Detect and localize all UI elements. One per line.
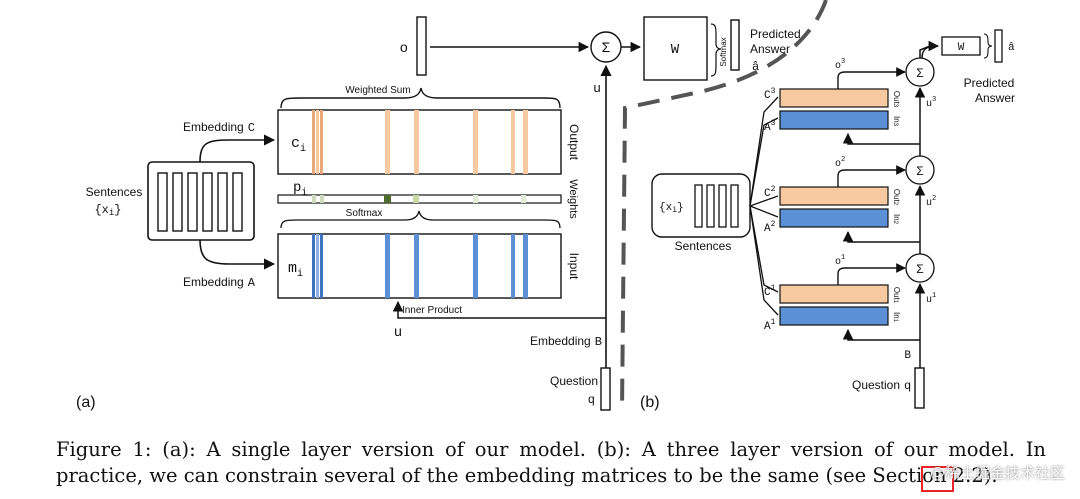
question-var: q — [588, 393, 595, 407]
weighted-sum-brace — [280, 87, 561, 109]
softmax-brace-b — [983, 33, 993, 59]
b-label: B — [904, 350, 911, 362]
answer-vector-b — [994, 29, 1003, 63]
panel-divider — [620, 0, 828, 411]
layer-3-sum-symbol: Σ — [916, 66, 923, 80]
layer-1-u-label: u1 — [926, 292, 936, 306]
layer-1-o-label: o1 — [835, 254, 845, 268]
panel-b: {xi} Sentences C3 A3 Out3 In3 o3 Σ u3 — [640, 29, 1015, 411]
w-label-b: W — [958, 42, 965, 54]
u-up-label: u — [593, 81, 601, 96]
layer-2-in-label: In2 — [892, 214, 901, 225]
layer-1-in-label: In1 — [892, 312, 901, 323]
w-matrix-b — [941, 36, 981, 56]
sentences-label-b: Sentences — [675, 239, 732, 253]
input-memory-stripes — [312, 234, 528, 298]
o-label: o — [400, 41, 408, 57]
layer-2-out-label: Out2 — [892, 189, 901, 206]
figure-caption: Figure 1: (a): A single layer version of… — [56, 438, 1046, 487]
layer-3-a-label: A3 — [764, 119, 776, 134]
o-vector — [416, 16, 427, 76]
layer-2-out-memory — [779, 186, 889, 206]
layer-1-c-label: C1 — [764, 284, 776, 299]
layer-2-a-label: A2 — [764, 220, 776, 235]
highlight-box — [921, 466, 954, 492]
panel-b-tag: (b) — [640, 394, 660, 411]
input-side-label: Input — [567, 253, 581, 280]
layer-3-out-memory — [779, 88, 889, 108]
weights-side-label: Weights — [567, 179, 579, 219]
sentence-vector — [706, 184, 715, 228]
layer-2-c-label: C2 — [764, 185, 776, 200]
layer-1-a-label: A1 — [764, 318, 776, 333]
question-vector-b — [914, 367, 925, 409]
sentences-label: Sentences — [86, 185, 143, 199]
softmax-small-brace — [710, 23, 722, 77]
sentence-fanout-lines — [749, 96, 779, 316]
pi-label: pi — [293, 180, 307, 199]
u-label: u — [394, 325, 402, 341]
question-vector — [600, 367, 611, 411]
layer-3: C3 A3 Out3 In3 o3 Σ u3 — [764, 57, 936, 134]
sentences-var-b: {xi} — [659, 202, 684, 215]
weights-strip — [277, 194, 562, 204]
layer-2-u-label: u2 — [926, 195, 936, 209]
predicted-answer-line2: Answer — [750, 42, 790, 56]
weights-strip-cells — [312, 195, 526, 203]
inner-product-path — [392, 300, 606, 319]
sentences-var: {xi} — [94, 203, 121, 218]
answer-hat-b: â — [1008, 42, 1015, 54]
sum-to-w-arrow-b — [921, 40, 940, 59]
softmax-brace — [280, 210, 561, 229]
softmax-label: Softmax — [346, 208, 383, 219]
layer-3-in-label: In3 — [892, 116, 901, 127]
layer-3-u-label: u3 — [926, 96, 936, 110]
sentences-stack — [147, 161, 255, 241]
sentence-vector — [730, 184, 739, 228]
layer-3-c-label: C3 — [764, 87, 776, 102]
layer-1-sum-symbol: Σ — [916, 262, 923, 276]
panel-a-tag: (a) — [76, 394, 96, 411]
sentence-vector — [718, 184, 727, 228]
predicted-answer-b-line1: Predicted — [964, 76, 1015, 90]
layer-2-in-memory — [779, 208, 889, 228]
question-label: Question — [550, 374, 598, 388]
w-matrix — [643, 16, 708, 81]
weighted-sum-label: Weighted Sum — [345, 85, 410, 96]
sentence-vector — [694, 184, 703, 228]
output-side-label: Output — [567, 124, 581, 161]
layer-3-o-label: o3 — [835, 58, 845, 72]
embedding-c-arrow — [199, 134, 276, 163]
layer-2: C2 A2 Out2 In2 o2 Σ u2 — [764, 155, 936, 235]
inner-product-label: Inner Product — [402, 305, 462, 316]
layer-3-in-memory — [779, 110, 889, 130]
layer-1: C1 A1 Out1 In1 o1 Σ u1 — [764, 253, 936, 333]
layer-1-out-memory — [779, 284, 889, 304]
u-chain — [842, 45, 938, 368]
layer-3-out-label: Out3 — [892, 91, 901, 108]
layer-2-sum-symbol: Σ — [916, 164, 923, 178]
predicted-answer-b-line2: Answer — [975, 91, 1015, 105]
output-memory-stripes — [312, 110, 528, 174]
layer-1-out-label: Out1 — [892, 287, 901, 304]
answer-hat: â — [752, 60, 759, 74]
mi-label: mi — [288, 260, 303, 280]
softmax-small-label: Softmax — [719, 37, 728, 66]
layer-2-o-label: o2 — [835, 156, 845, 170]
answer-vector — [730, 19, 740, 71]
ci-label: ci — [291, 135, 306, 155]
layer-1-in-memory — [779, 306, 889, 326]
w-label: W — [671, 42, 680, 58]
embedding-a-arrow — [199, 239, 276, 270]
predicted-answer-line1: Predicted — [750, 27, 801, 41]
sum-symbol: Σ — [602, 39, 611, 55]
watermark: @稀土掘金技术社区 — [930, 464, 1066, 482]
